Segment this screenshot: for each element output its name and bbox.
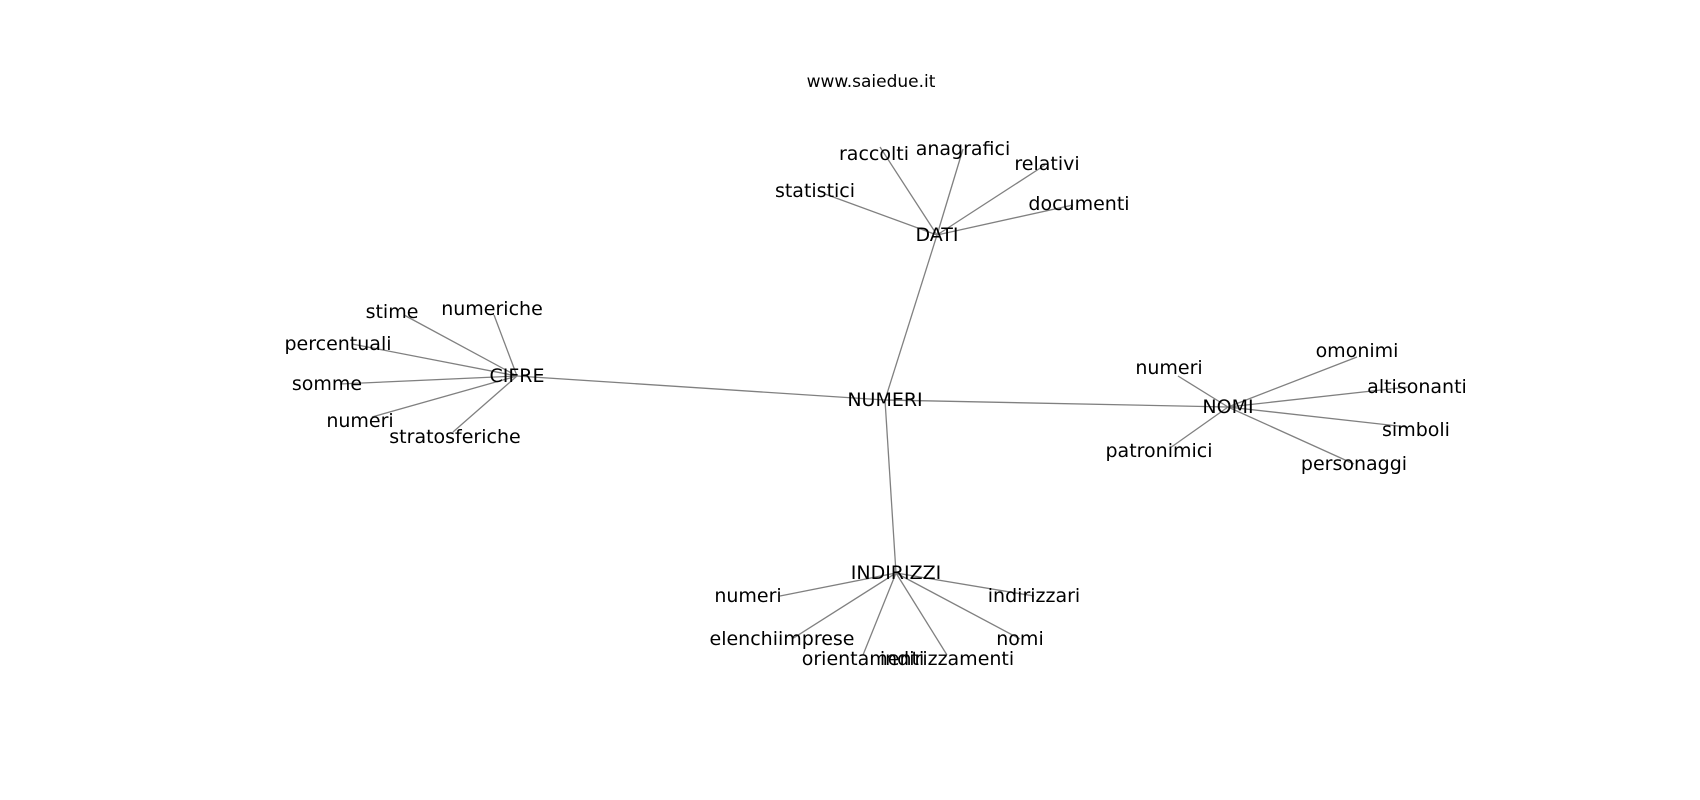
edge-root-indirizzi bbox=[884, 399, 897, 574]
leaf-node-indirizzi-numeri: numeri bbox=[714, 585, 781, 607]
edge-cifre-somme bbox=[339, 375, 518, 385]
edge-indirizzi-indirizzari bbox=[895, 572, 1035, 597]
edge-indirizzi-indirizzamenti bbox=[895, 572, 948, 656]
edge-indirizzi-numeri bbox=[779, 572, 897, 597]
leaf-node-nomi-numeri: numeri bbox=[1135, 357, 1202, 379]
edge-cifre-numeriche bbox=[493, 314, 518, 377]
hub-node-cifre: CIFRE bbox=[489, 365, 544, 387]
edge-root-cifre bbox=[516, 375, 886, 401]
edge-root-nomi bbox=[884, 399, 1229, 408]
leaf-node-dati-raccolti: raccolti bbox=[839, 143, 909, 165]
edge-nomi-personaggi bbox=[1227, 406, 1355, 465]
leaf-node-indirizzi-elenchiimprese: elenchiimprese bbox=[710, 628, 855, 650]
labels-layer: www.saiedue.it NUMERI DATI statistici racco… bbox=[284, 72, 1466, 670]
site-watermark: www.saiedue.it bbox=[807, 72, 936, 92]
edge-dati-documenti bbox=[936, 204, 1074, 236]
edge-dati-statistici bbox=[824, 193, 938, 236]
leaf-node-cifre-somme: somme bbox=[292, 373, 362, 395]
edge-dati-relativi bbox=[936, 164, 1046, 236]
edge-dati-raccolti bbox=[879, 146, 938, 236]
edge-nomi-altisonanti bbox=[1227, 386, 1409, 408]
hub-node-nomi: NOMI bbox=[1202, 396, 1253, 418]
leaf-node-dati-relativi: relativi bbox=[1014, 153, 1079, 175]
leaf-node-indirizzi-orientamenti: orientamenti bbox=[802, 648, 925, 670]
edges-layer bbox=[339, 146, 1409, 656]
edge-cifre-stime bbox=[403, 314, 518, 377]
leaf-node-indirizzi-indirizzamenti: indirizzamenti bbox=[880, 648, 1014, 670]
leaf-node-nomi-omonimi: omonimi bbox=[1316, 340, 1399, 362]
edge-cifre-stratosferiche bbox=[452, 375, 518, 433]
leaf-node-cifre-stime: stime bbox=[366, 301, 419, 323]
leaf-node-cifre-stratosferiche: stratosferiche bbox=[389, 426, 520, 448]
leaf-node-dati-documenti: documenti bbox=[1028, 193, 1129, 215]
edge-indirizzi-orientamenti bbox=[862, 572, 897, 656]
leaf-node-nomi-patronimici: patronimici bbox=[1105, 440, 1212, 462]
leaf-node-nomi-simboli: simboli bbox=[1382, 419, 1450, 441]
edge-indirizzi-elenchiimprese bbox=[791, 572, 897, 640]
edge-indirizzi-nomi bbox=[895, 572, 1021, 640]
leaf-node-nomi-altisonanti: altisonanti bbox=[1367, 376, 1467, 398]
root-node-label: NUMERI bbox=[847, 389, 922, 411]
leaf-node-cifre-percentuali: percentuali bbox=[284, 333, 391, 355]
edge-nomi-omonimi bbox=[1227, 356, 1358, 408]
edge-cifre-percentuali bbox=[351, 343, 518, 377]
leaf-node-dati-anagrafici: anagrafici bbox=[916, 138, 1011, 160]
hub-node-indirizzi: INDIRIZZI bbox=[851, 562, 942, 584]
leaf-node-indirizzi-nomi: nomi bbox=[996, 628, 1043, 650]
leaf-node-indirizzi-indirizzari: indirizzari bbox=[988, 585, 1080, 607]
edge-nomi-patronimici bbox=[1169, 406, 1229, 449]
leaf-node-dati-statistici: statistici bbox=[775, 180, 855, 202]
edge-root-dati bbox=[884, 234, 938, 401]
edge-dati-anagrafici bbox=[936, 148, 964, 236]
edge-cifre-numeri bbox=[371, 375, 518, 418]
leaf-node-cifre-numeriche: numeriche bbox=[441, 298, 543, 320]
edge-nomi-simboli bbox=[1227, 406, 1408, 428]
edge-nomi-numeri bbox=[1177, 375, 1229, 408]
leaf-node-cifre-numeri: numeri bbox=[326, 410, 393, 432]
leaf-node-nomi-personaggi: personaggi bbox=[1301, 453, 1407, 475]
hub-node-dati: DATI bbox=[915, 224, 958, 246]
